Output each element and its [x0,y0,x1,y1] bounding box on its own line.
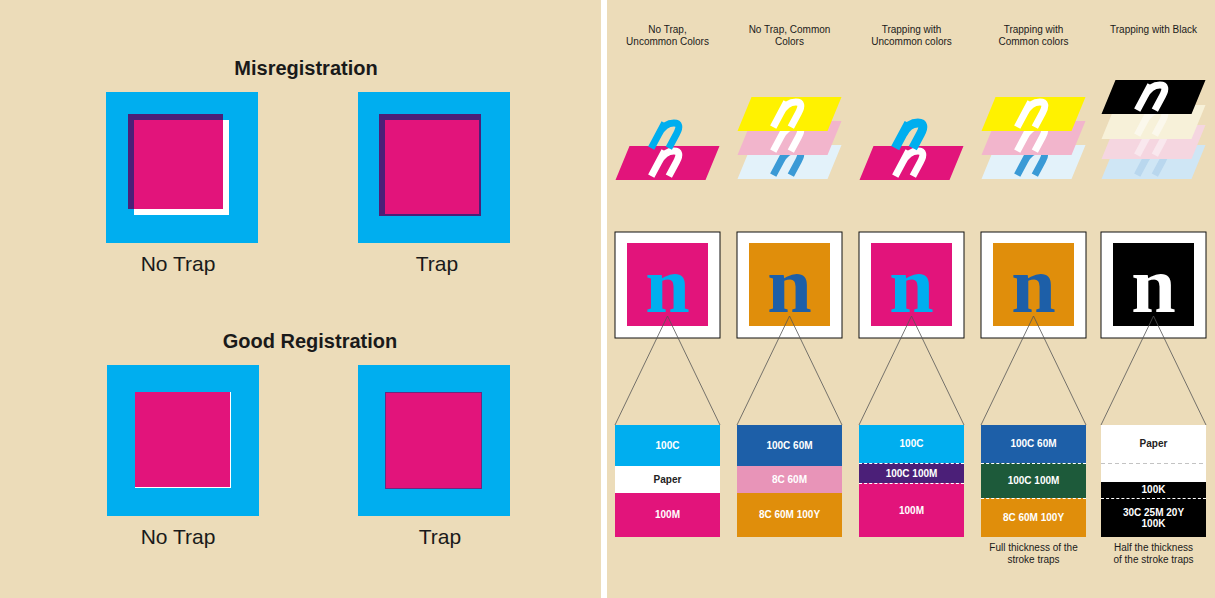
ink-band: 100C 100M [859,463,964,483]
ink-value: 8C 60M [772,474,807,486]
square-caption: No Trap [98,252,258,276]
plate [895,123,926,148]
ink-value: 100C 60M [766,440,812,452]
ink-band: 8C 60M 100Y [737,493,842,537]
section-heading: Good Registration [150,330,470,353]
plate [651,123,682,148]
leader-line [1034,316,1087,425]
letter-ground [871,243,952,326]
section-heading: Misregistration [146,57,466,80]
sample-letter: n [749,243,830,326]
ink-band: 100C [859,425,964,463]
ink-band: Paper [615,466,720,493]
ink-value: 100C 100M [1008,475,1060,487]
ink-band: 100C 100M [981,463,1086,498]
letter-frame [737,232,842,338]
letter-shape [895,151,926,176]
column-heading: No Trap, Uncommon Colors [625,24,711,47]
leader-line [912,316,965,425]
ink-value: 100M [899,505,924,517]
sample-letter: n [1113,243,1194,326]
ink-value: 8C 60M 100Y [759,509,820,521]
leader-line [859,316,912,425]
ink-band: 8C 60M 100Y [981,498,1086,537]
square-misreg-no-trap [106,92,258,243]
leader-line [1154,316,1207,425]
plate [860,146,964,180]
note: Full thickness of the stroke traps [989,542,1079,565]
leader-lines [615,316,1206,425]
ink-band: 30C 25M 20Y 100K [1101,498,1206,537]
square-caption: Trap [357,252,517,276]
leader-line [737,316,790,425]
ink-band: 100K [1101,482,1206,498]
sample-letter: n [993,243,1074,326]
separation-plates [616,80,1206,180]
letter-ground [1113,243,1194,326]
leader-line [668,316,721,425]
ink-value: 8C 60M 100Y [1003,512,1064,524]
sample-letter: n [627,243,708,326]
ink-value: 100M [655,509,680,521]
ink-value: 100C [656,440,680,452]
note: Half the thickness of the stroke traps [1109,542,1199,565]
letter-boxes [615,232,1206,338]
ink-value: 100K [1142,484,1166,496]
leader-line [981,316,1034,425]
letter-ground [749,243,830,326]
plate [1102,80,1206,114]
letter-shape [773,102,804,127]
letter-shape [651,151,682,176]
ink-band: 100M [859,483,964,537]
column-heading: Trapping with Uncommon colors [864,24,960,47]
column-heading: Trapping with Common colors [986,24,1082,47]
letter-shape [1137,85,1168,110]
ink-value: Paper [1140,438,1168,450]
column-heading: No Trap, Common Colors [747,24,833,47]
letter-ground [627,243,708,326]
plate [738,97,842,131]
letter-shape [651,123,682,148]
ink-value: 100C 60M [1010,438,1056,450]
ink-value: Paper [654,474,682,486]
plate [616,146,720,180]
panel-divider [601,0,607,598]
letter-shape [1017,102,1048,127]
ink-band: 100C [615,425,720,466]
ink-band: 100M [615,493,720,537]
ink-band: Paper [1101,425,1206,463]
ink-value: 100C [900,438,924,450]
ink-band: 8C 60M [737,466,842,493]
square-misreg-trap [358,92,510,243]
ink-band: 100C 60M [981,425,1086,463]
square-good-trap [358,365,510,516]
letter-frame [859,232,964,338]
letter-frame [615,232,720,338]
leader-line [790,316,843,425]
ink-value: 100C 100M [886,468,938,480]
letter-shape [895,123,926,148]
square-caption: Trap [360,525,520,549]
letter-frame [981,232,1086,338]
square-caption: No Trap [98,525,258,549]
column-heading: Trapping with Black [1106,24,1202,36]
paper-gap [1101,463,1206,482]
leader-line [1101,316,1154,425]
ink-value: 30C 25M 20Y 100K [1117,507,1190,530]
square-good-no-trap [107,365,259,516]
plate [982,97,1086,131]
letter-ground [993,243,1074,326]
ink-band: 100C 60M [737,425,842,466]
letter-frame [1101,232,1206,338]
leader-line [615,316,668,425]
sample-letter: n [871,243,952,326]
